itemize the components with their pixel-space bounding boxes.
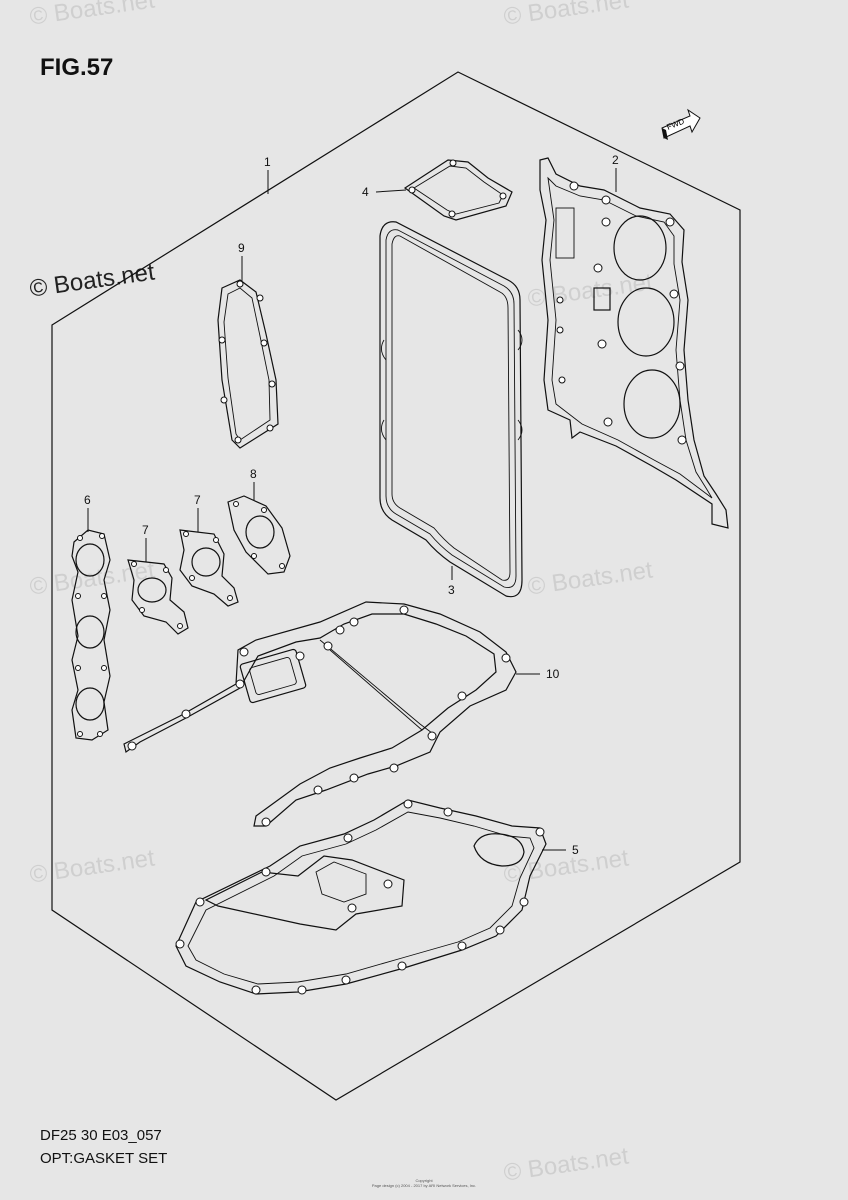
copyright-line-1: Copyright bbox=[415, 1178, 433, 1183]
fwd-arrow-icon: FWD bbox=[661, 108, 701, 140]
part-4-gasket[interactable] bbox=[403, 159, 513, 221]
part-7-gasket-a[interactable] bbox=[127, 559, 189, 635]
copyright-notice: Copyright Page design (c) 2004 - 2017 by… bbox=[0, 1178, 848, 1188]
part-7-gasket-b[interactable] bbox=[179, 529, 239, 607]
callout-2: 2 bbox=[612, 153, 619, 167]
callout-7a: 7 bbox=[142, 523, 149, 537]
callout-10: 10 bbox=[546, 667, 560, 681]
callout-6: 6 bbox=[84, 493, 91, 507]
part-2-head-gasket[interactable] bbox=[539, 157, 729, 529]
callout-7b: 7 bbox=[194, 493, 201, 507]
callout-1: 1 bbox=[264, 155, 271, 169]
callout-8: 8 bbox=[250, 467, 257, 481]
copyright-line-2: Page design (c) 2004 - 2017 by ARI Netwo… bbox=[371, 1183, 477, 1188]
part-6-manifold-gasket[interactable] bbox=[71, 529, 111, 741]
figure-title: FIG.57 bbox=[40, 54, 114, 81]
part-9-gasket[interactable] bbox=[217, 279, 279, 449]
part-3-seal[interactable] bbox=[379, 221, 523, 598]
part-5-gasket[interactable] bbox=[175, 799, 547, 995]
callout-9: 9 bbox=[238, 241, 245, 255]
diagram-set-name: OPT:GASKET SET bbox=[40, 1150, 168, 1167]
part-10-crankcase-gasket[interactable] bbox=[123, 601, 517, 827]
leader-line-4 bbox=[375, 189, 407, 193]
callout-5: 5 bbox=[572, 843, 579, 857]
callout-4: 4 bbox=[362, 185, 369, 199]
part-8-gasket[interactable] bbox=[227, 495, 291, 575]
kit-box-outline bbox=[51, 71, 741, 1101]
diagram-code: DF25 30 E03_057 bbox=[40, 1127, 162, 1144]
callout-3: 3 bbox=[448, 583, 455, 597]
